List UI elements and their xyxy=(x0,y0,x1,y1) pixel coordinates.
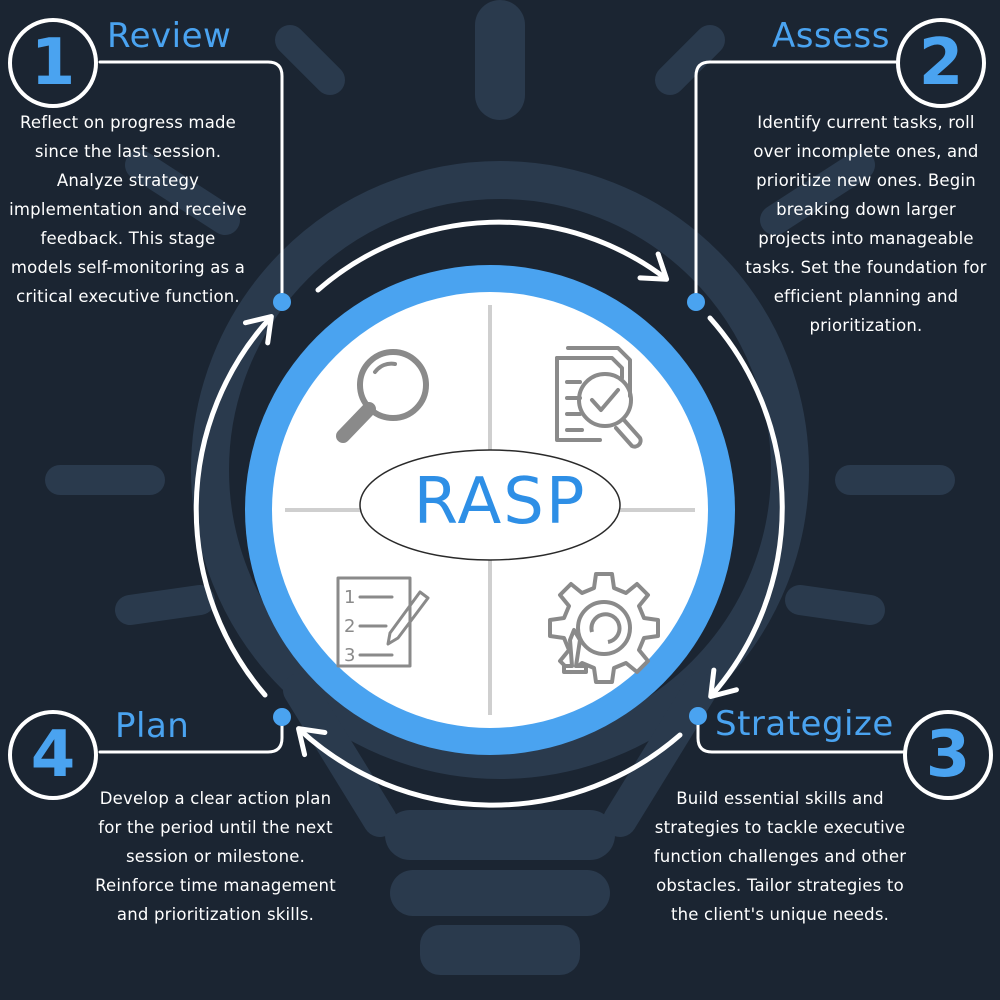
step-4-description: Develop a clear action plan for the peri… xyxy=(95,789,336,924)
connector-plan xyxy=(98,715,284,754)
step-2-number: 2 xyxy=(896,18,986,108)
arrow-strategize-to-plan xyxy=(296,726,683,808)
step-4-title: Plan xyxy=(115,706,190,746)
step-3-number: 3 xyxy=(903,710,993,800)
gear-chess-icon xyxy=(548,572,660,684)
step-1-description: Reflect on progress made since the last … xyxy=(9,113,247,306)
step-1-title: Review xyxy=(107,16,232,56)
node-strategize xyxy=(689,707,707,725)
step-3-title: Strategize xyxy=(715,704,894,744)
arrow-review-to-assess xyxy=(315,219,670,293)
node-assess xyxy=(687,293,705,311)
center-ellipse xyxy=(359,449,621,561)
node-review xyxy=(273,293,291,311)
svg-text:1: 1 xyxy=(344,587,355,608)
numbered-list-icon: 1 2 3 xyxy=(336,576,430,668)
document-check-icon xyxy=(555,346,643,449)
center-title: RASP xyxy=(413,465,587,539)
svg-text:2: 2 xyxy=(344,616,355,637)
arrow-plan-to-review xyxy=(193,314,274,698)
connector-review xyxy=(98,60,284,302)
arrow-assess-to-strategize xyxy=(707,315,785,700)
svg-text:3: 3 xyxy=(344,645,355,666)
magnifier-icon xyxy=(336,349,429,443)
step-2-description: Identify current tasks, roll over incomp… xyxy=(745,113,987,335)
step-2-title: Assess xyxy=(771,16,890,56)
connector-assess xyxy=(694,60,902,302)
connector-strategize xyxy=(696,714,907,754)
step-1-number: 1 xyxy=(8,18,98,108)
node-plan xyxy=(273,708,291,726)
step-4-number: 4 xyxy=(8,710,98,800)
lightbulb-background-icon xyxy=(45,0,955,975)
step-3-description: Build essential skills and strategies to… xyxy=(653,789,907,924)
